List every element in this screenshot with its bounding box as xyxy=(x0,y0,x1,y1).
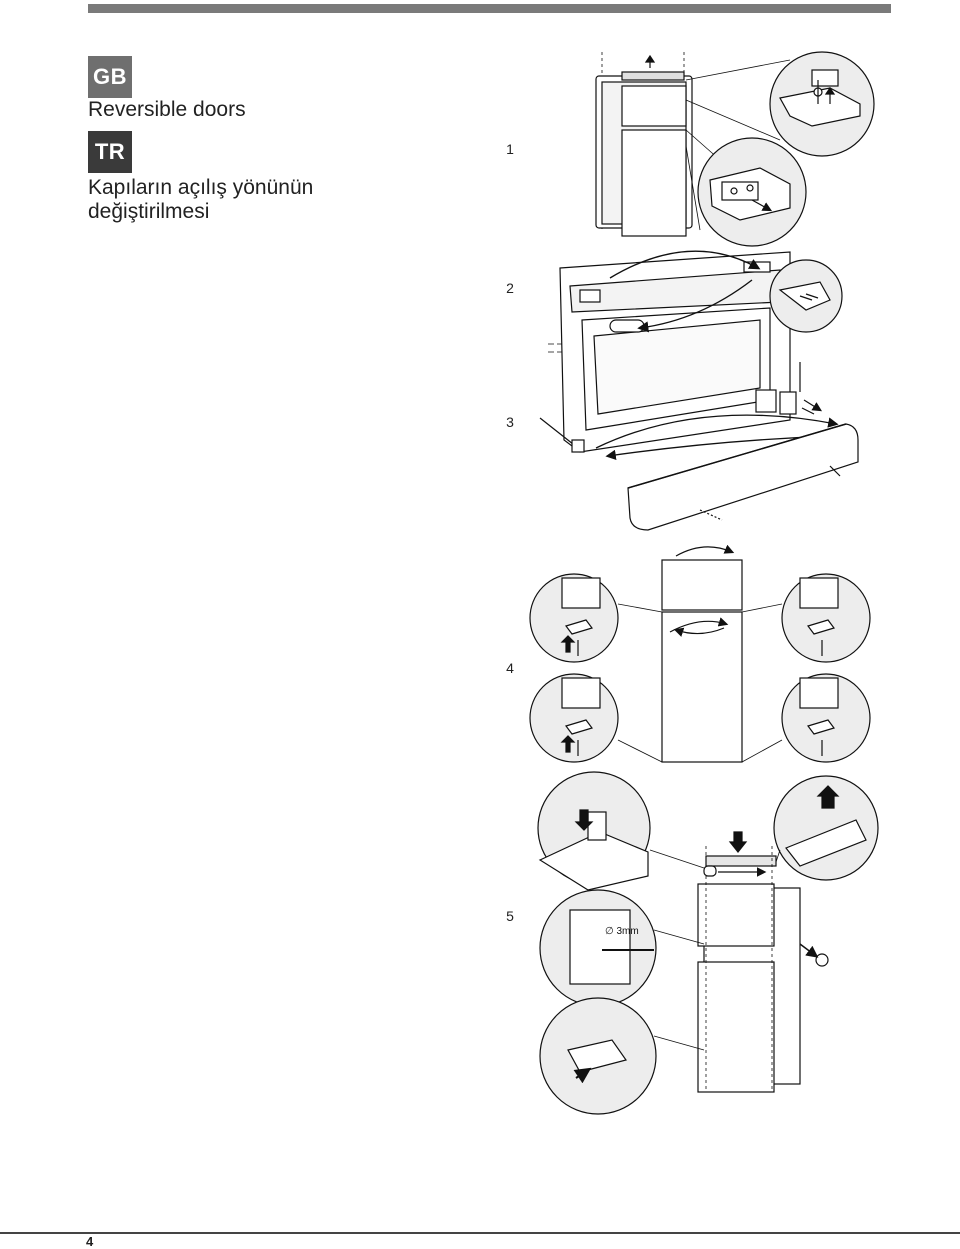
step-2-3-figure xyxy=(539,250,859,531)
drill-size-label: ∅ 3mm xyxy=(605,926,639,937)
step-5-figure xyxy=(537,771,879,1115)
step-number-1: 1 xyxy=(506,141,514,157)
header-bar xyxy=(88,4,891,13)
step-1-figure xyxy=(595,51,875,247)
footer-rule xyxy=(0,1232,960,1234)
section-title-en: Reversible doors xyxy=(88,98,246,121)
section-title-tr: Kapıların açılış yönünün değiştirilmesi xyxy=(88,176,314,223)
step-number-3: 3 xyxy=(506,414,514,430)
page-number: 4 xyxy=(86,1234,94,1249)
step-number-4: 4 xyxy=(506,660,514,676)
language-badge-tr: TR xyxy=(88,131,132,173)
step-number-5: 5 xyxy=(506,908,514,924)
language-badge-gb: GB xyxy=(88,56,132,98)
step-number-2: 2 xyxy=(506,280,514,296)
step-4-figure xyxy=(529,544,871,763)
